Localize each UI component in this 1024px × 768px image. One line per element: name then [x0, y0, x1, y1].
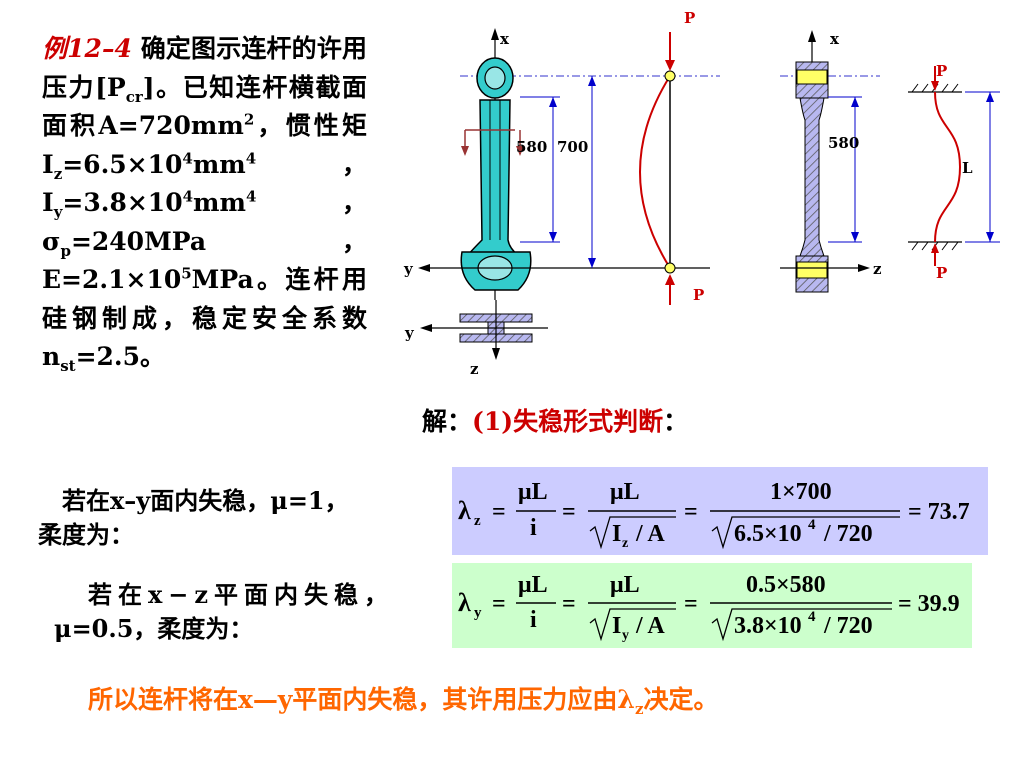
dim-580-700: [520, 76, 593, 268]
load-p-top: P: [684, 9, 695, 27]
label-x-right: x: [830, 30, 840, 48]
svg-text:I: I: [612, 521, 621, 547]
svg-text:= 39.9: = 39.9: [898, 591, 960, 617]
svg-text:4: 4: [808, 609, 816, 625]
svg-text:=: =: [492, 591, 506, 617]
case-xy-text: 若在x–y面内失稳，μ=1， 柔度为：: [38, 486, 349, 549]
equation-box-y: λ y = μL i = μL I y / A = 0.5×580 3.8×10…: [452, 563, 972, 648]
example-label: 例12–4: [42, 34, 132, 63]
svg-text:y: y: [622, 628, 629, 643]
label-y-section: y: [404, 324, 415, 342]
label-z-section: z: [470, 360, 479, 378]
svg-text:μL: μL: [610, 572, 640, 598]
fixed-fixed-mode: P P: [908, 62, 962, 282]
svg-text:λ: λ: [458, 496, 471, 525]
svg-text:i: i: [530, 515, 537, 541]
label-x-left: x: [500, 30, 510, 48]
svg-text:1×700: 1×700: [770, 479, 832, 505]
label-z-right: z: [873, 260, 882, 278]
svg-text:/ 720: / 720: [823, 613, 873, 639]
svg-text:μL: μL: [610, 479, 640, 505]
svg-text:=: =: [684, 499, 698, 525]
conclusion: 所以连杆将在x—y平面内失稳，其许用压力应由λz决定。: [88, 685, 719, 718]
load-p-bottom: P: [693, 286, 704, 304]
problem-statement: 例12–4 确定图示连杆的许用压力[Pcr]。已知连杆横截面面积A=720mm2…: [42, 34, 367, 375]
dim-L-label: L: [962, 159, 973, 177]
label-y-rod: y: [403, 260, 414, 278]
solution-heading: 解：(1)失稳形式判断：: [422, 407, 689, 436]
svg-text:I: I: [612, 613, 621, 639]
svg-text:/ A: / A: [635, 613, 665, 639]
svg-text:=: =: [684, 591, 698, 617]
equation-z: λ z = μL i = μL I z / A = 1×700 6.5×10 4…: [458, 479, 970, 551]
equation-box-z: λ z = μL i = μL I z / A = 1×700 6.5×10 4…: [452, 467, 988, 555]
svg-text:y: y: [474, 605, 482, 621]
svg-text:λ: λ: [458, 588, 471, 617]
load-p-mode-top: P: [936, 62, 947, 80]
svg-text:= 73.7: = 73.7: [908, 499, 970, 525]
svg-text:μL: μL: [518, 572, 548, 598]
svg-text:4: 4: [808, 517, 816, 533]
connecting-rod-figure: x y 580 700 P P: [403, 9, 1000, 378]
svg-text:3.8×10: 3.8×10: [734, 613, 802, 639]
svg-text:6.5×10: 6.5×10: [734, 521, 802, 547]
dim-580-right-label: 580: [828, 134, 859, 152]
equation-y: λ y = μL i = μL I y / A = 0.5×580 3.8×10…: [458, 572, 960, 643]
dim-700-label: 700: [557, 138, 588, 156]
svg-text:/ A: / A: [635, 521, 665, 547]
dim-580-right: [828, 96, 862, 243]
svg-text:z: z: [622, 536, 628, 551]
svg-text:/ 720: / 720: [823, 521, 873, 547]
svg-text:z: z: [474, 513, 481, 529]
load-p-mode-bottom: P: [936, 264, 947, 282]
svg-text:=: =: [562, 499, 576, 525]
svg-text:i: i: [530, 607, 537, 633]
dim-580-label: 580: [516, 138, 547, 156]
svg-text:μL: μL: [518, 479, 548, 505]
case-xz-text: 若在x−z平面内失稳， μ=0.5，柔度为：: [54, 580, 395, 643]
svg-text:=: =: [562, 591, 576, 617]
connecting-rod: [460, 57, 532, 291]
rod-side-view: [795, 61, 829, 293]
svg-text:=: =: [492, 499, 506, 525]
svg-text:0.5×580: 0.5×580: [746, 572, 826, 598]
